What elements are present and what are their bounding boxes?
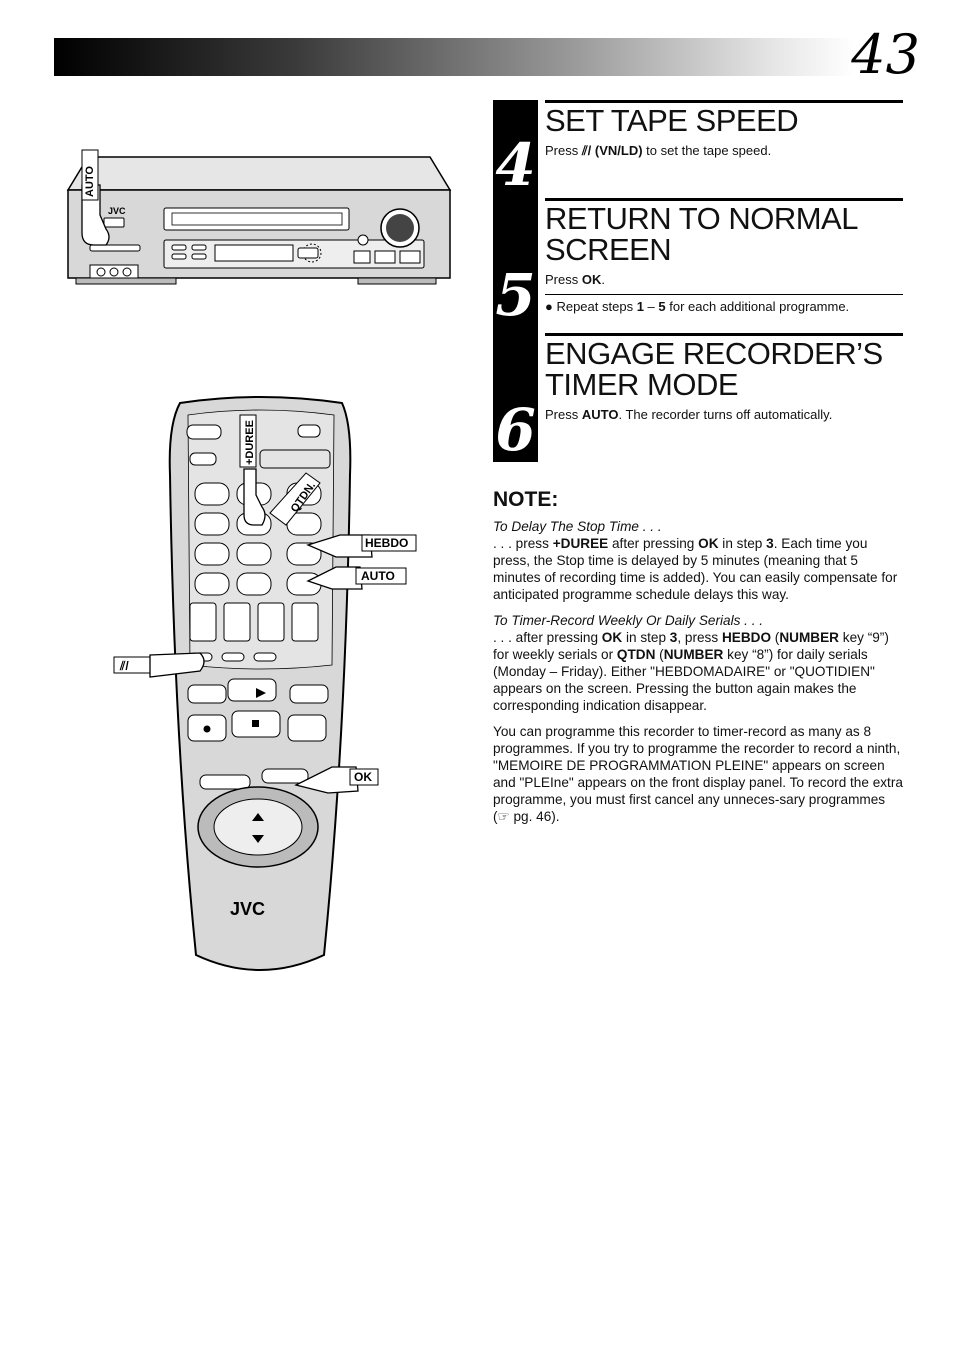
remote-brand-logo: JVC xyxy=(230,899,265,919)
step-body: Press ⫽/ (VN/LD) to set the tape speed. xyxy=(545,143,772,158)
callout-auto-label: AUTO xyxy=(361,569,395,583)
step-4: SET TAPE SPEED Press ⫽/ (VN/LD) to set t… xyxy=(545,100,903,159)
note-section: NOTE: To Delay The Stop Time . . . . . .… xyxy=(493,488,903,834)
remote-illustration: JVC +DUREE QTDN. HEBDO AUTO ⫽/ OK xyxy=(113,396,417,971)
step-number-6: 6 xyxy=(495,396,536,464)
page-number: 43 xyxy=(851,23,920,86)
step-rule xyxy=(545,333,903,336)
vcr-brand-logo: JVC xyxy=(108,206,126,216)
header-gradient-bar xyxy=(54,38,854,76)
callout-hebdo-label: HEBDO xyxy=(365,536,408,550)
step-title: SET TAPE SPEED xyxy=(545,103,799,138)
speed-symbol-icon: ⫽/ xyxy=(581,143,592,158)
note-paragraph-capacity: You can programme this recorder to timer… xyxy=(493,724,903,824)
callout-ok-label: OK xyxy=(354,770,372,784)
step-divider xyxy=(545,294,903,295)
step-body: Press OK. xyxy=(545,272,605,287)
step-body: Press AUTO. The recorder turns off autom… xyxy=(545,407,833,422)
callout-speed-icon: ⫽/ xyxy=(119,659,129,673)
vcr-auto-label: AUTO xyxy=(84,166,96,197)
step-number-4: 4 xyxy=(495,131,536,199)
step-rule xyxy=(545,100,903,103)
note-paragraph-delay: . . . press +DUREE after pressing OK in … xyxy=(493,536,898,602)
step-number-5: 5 xyxy=(495,261,536,329)
note-subtitle-serials: To Timer-Record Weekly Or Daily Serials … xyxy=(493,613,764,628)
vcr-illustration: JVC AUTO xyxy=(66,149,452,285)
note-paragraph-serials: . . . after pressing OK in step 3, press… xyxy=(493,630,889,713)
callout-duree-label: +DUREE xyxy=(244,420,256,465)
note-subtitle-delay: To Delay The Stop Time . . . xyxy=(493,519,662,534)
note-heading: NOTE: xyxy=(493,488,559,511)
step-number-column: 4 5 6 xyxy=(493,100,538,462)
step-rule xyxy=(545,198,903,201)
step-bullet: ● Repeat steps 1 – 5 for each additional… xyxy=(545,299,850,314)
